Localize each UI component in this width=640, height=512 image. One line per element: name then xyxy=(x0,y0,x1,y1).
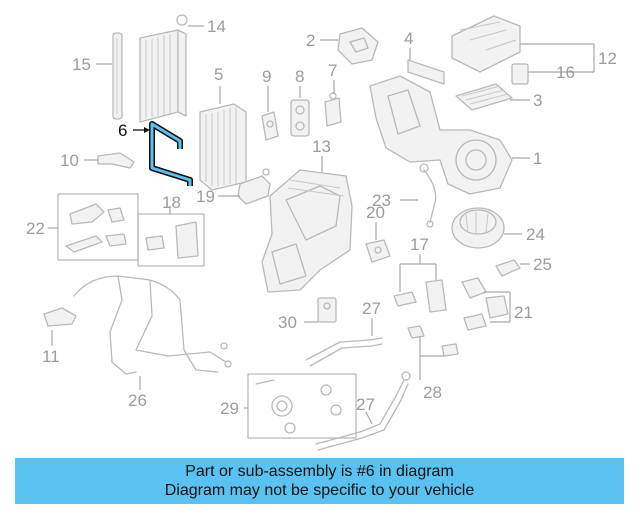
part-23-pipe xyxy=(419,163,437,228)
part-6-seal-highlighted xyxy=(149,121,193,186)
label-19: 19 xyxy=(196,187,215,206)
label-29: 29 xyxy=(220,399,239,418)
part-30-connector xyxy=(317,297,337,323)
label-17: 17 xyxy=(410,235,429,254)
part-24-blower-motor xyxy=(451,207,505,249)
part-8-gasket xyxy=(290,99,310,137)
label-21: 21 xyxy=(514,303,533,322)
part-14-heater-core xyxy=(139,14,188,123)
part-11-sensor xyxy=(43,307,77,327)
part-12-housing xyxy=(451,15,521,73)
part-20-actuator xyxy=(365,239,391,263)
part-27-hose-upper xyxy=(305,337,383,367)
label-27-lower: 27 xyxy=(356,395,375,414)
part-18-group xyxy=(137,213,205,267)
label-30: 30 xyxy=(278,313,297,332)
part-21-actuators xyxy=(461,277,509,331)
part-1-blower-housing xyxy=(369,75,513,195)
part-9-clip xyxy=(261,111,279,141)
banner-line-2: Diagram may not be specific to your vehi… xyxy=(164,482,475,499)
label-28: 28 xyxy=(423,383,442,402)
label-1: 1 xyxy=(533,149,542,168)
label-15: 15 xyxy=(72,55,91,74)
arrow-6 xyxy=(144,127,150,133)
label-4: 4 xyxy=(404,29,413,48)
label-26: 26 xyxy=(128,391,147,410)
part-28-connectors xyxy=(407,325,459,357)
label-23: 23 xyxy=(372,191,391,210)
label-22: 22 xyxy=(26,219,45,238)
label-12: 12 xyxy=(598,49,617,68)
label-20: 20 xyxy=(366,203,385,222)
banner-line-1: Part or sub-assembly is #6 in diagram xyxy=(185,463,454,480)
part-7-valve xyxy=(324,92,342,127)
label-2: 2 xyxy=(306,31,315,50)
info-banner: Part or sub-assembly is #6 in diagram Di… xyxy=(15,458,624,504)
part-2-gasket xyxy=(337,27,379,65)
part-15-pipe xyxy=(112,32,123,120)
part-4-strip xyxy=(407,59,445,85)
part-3-filter xyxy=(455,83,513,111)
label-10: 10 xyxy=(60,151,79,170)
label-18: 18 xyxy=(162,193,181,212)
part-26-harness xyxy=(73,275,232,375)
part-13-hvac-case xyxy=(261,169,353,293)
label-25: 25 xyxy=(533,255,552,274)
label-3: 3 xyxy=(533,91,542,110)
part-25-resistor xyxy=(495,259,521,277)
part-5-evaporator xyxy=(199,103,247,191)
part-17-actuators xyxy=(393,279,447,313)
label-16: 16 xyxy=(556,63,575,82)
part-16-clip xyxy=(511,63,529,85)
label-7: 7 xyxy=(328,61,337,80)
part-27-hose-lower xyxy=(315,371,411,451)
leader-lines xyxy=(48,25,595,425)
parts-diagram: 14 15 5 9 8 7 2 4 12 16 3 1 6 10 13 19 1… xyxy=(26,14,617,451)
label-27-upper: 27 xyxy=(362,299,381,318)
label-5: 5 xyxy=(214,65,223,84)
part-22-group xyxy=(57,193,139,261)
label-8: 8 xyxy=(295,67,304,86)
callout-labels: 14 15 5 9 8 7 2 4 12 16 3 1 6 10 13 19 1… xyxy=(26,17,617,418)
label-24: 24 xyxy=(526,225,545,244)
label-13: 13 xyxy=(312,137,331,156)
label-9: 9 xyxy=(262,67,271,86)
part-10-sensor xyxy=(97,152,135,169)
part-29-kit xyxy=(247,373,357,439)
label-14: 14 xyxy=(207,17,226,36)
label-11: 11 xyxy=(42,347,60,366)
label-6: 6 xyxy=(118,121,127,140)
